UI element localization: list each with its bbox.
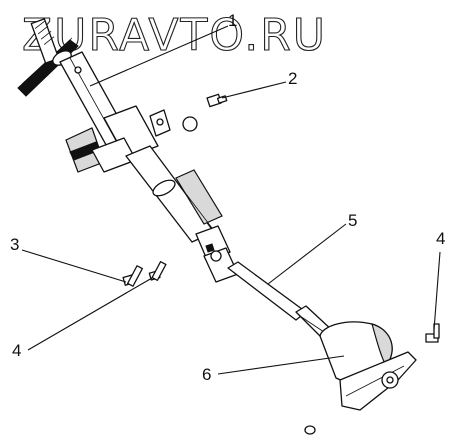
- callout-1: 1: [228, 11, 237, 30]
- leader-2: [221, 81, 287, 99]
- callout-3: 3: [10, 235, 19, 254]
- u-joint-dark-cap: [205, 243, 215, 253]
- callout-4-right: 4: [436, 229, 445, 248]
- column-bracket: [65, 109, 171, 173]
- bolt-3-shank: [127, 265, 143, 287]
- steering-shaft-top: [17, 18, 79, 97]
- flange-edge: [345, 365, 405, 397]
- leader-4-right: [433, 251, 441, 331]
- bolt-3: [122, 265, 143, 287]
- bolt-4-left: [148, 260, 167, 282]
- bolt-4-right-shank: [433, 323, 440, 339]
- callout-5: 5: [348, 211, 357, 230]
- leader-1: [89, 25, 229, 87]
- leader-6: [217, 355, 345, 375]
- upper-column-tube: [59, 51, 159, 159]
- flange-boss-hole: [386, 376, 394, 384]
- watermark-text: ZURAVTO.RU: [22, 10, 327, 61]
- leader-5: [267, 223, 347, 285]
- shaft-boot-seal: [319, 321, 417, 411]
- lower-column-tube: [125, 145, 223, 243]
- lower-tube-clamp: [152, 179, 176, 197]
- intermediate-shaft-body: [227, 261, 307, 321]
- spline-lines: [34, 20, 55, 45]
- side-bracket-detail: [179, 185, 213, 229]
- bolt-2: [206, 93, 228, 108]
- bolt-4-right: [425, 323, 440, 343]
- callout-6: 6: [202, 365, 211, 384]
- u-joint-cross: [210, 250, 222, 262]
- universal-joint: [195, 225, 239, 283]
- leader-3: [21, 249, 127, 283]
- callout-2: 2: [288, 69, 297, 88]
- bracket-hole: [156, 118, 164, 126]
- tube-rivet: [74, 66, 82, 74]
- callout-4-left: 4: [12, 341, 21, 360]
- bottom-nut: [304, 425, 316, 435]
- lower-tube-side-bracket: [175, 169, 223, 225]
- bolt-4-left-shank: [151, 260, 167, 282]
- leader-4-left: [27, 277, 153, 351]
- ring-washer: [182, 116, 198, 132]
